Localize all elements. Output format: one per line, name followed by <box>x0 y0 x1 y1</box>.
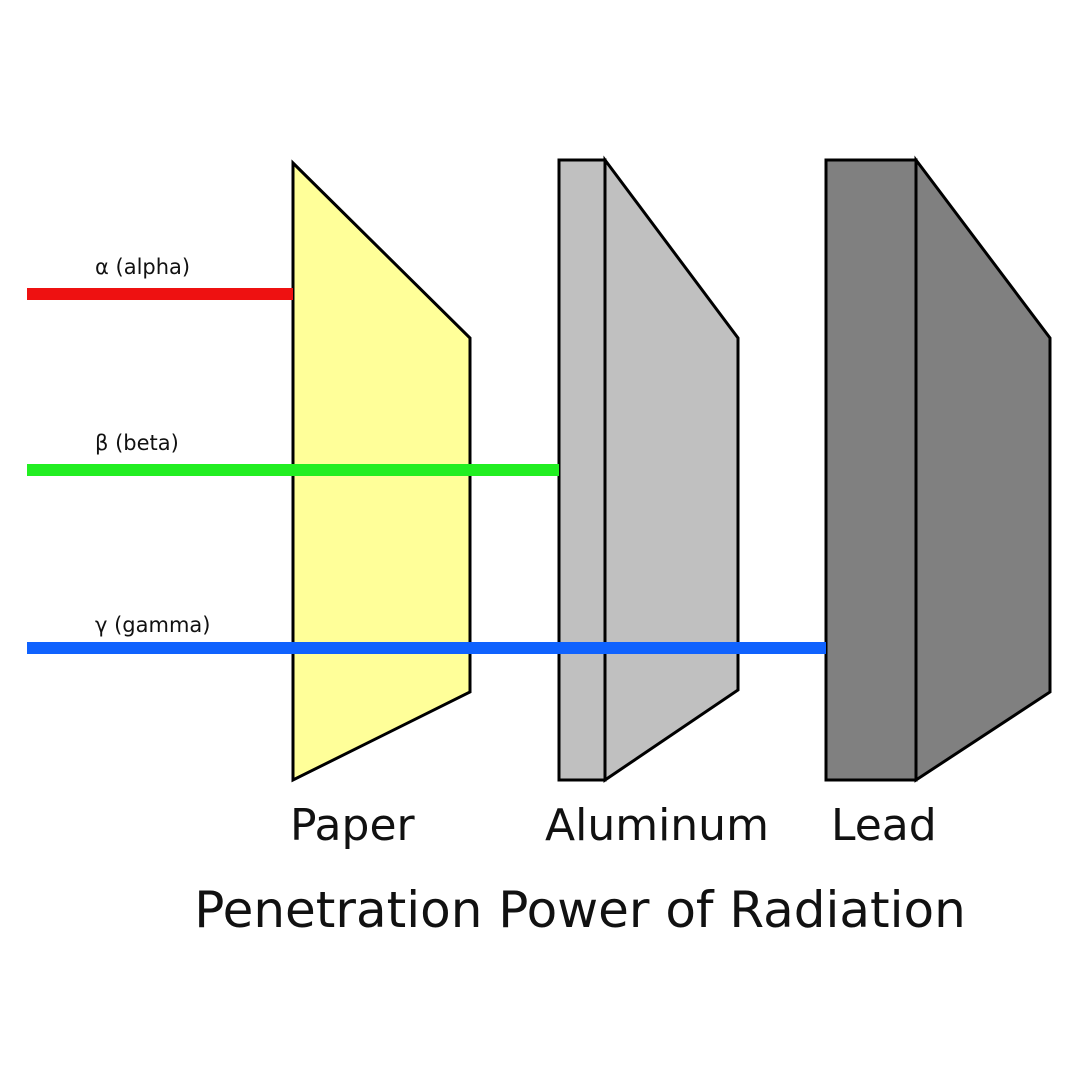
paper-label: Paper <box>290 800 416 851</box>
aluminum-label: Aluminum <box>545 800 769 851</box>
beta-label: β (beta) <box>95 431 179 455</box>
lead-shield-front <box>824 158 918 782</box>
gamma-label: γ (gamma) <box>95 613 210 637</box>
diagram-title: Penetration Power of Radiation <box>194 881 966 939</box>
lead-shield-side <box>914 155 1052 783</box>
aluminum-shield-front <box>557 158 607 782</box>
lead-label: Lead <box>831 800 937 851</box>
alpha-label: α (alpha) <box>95 255 190 279</box>
aluminum-shield-side <box>603 155 740 783</box>
